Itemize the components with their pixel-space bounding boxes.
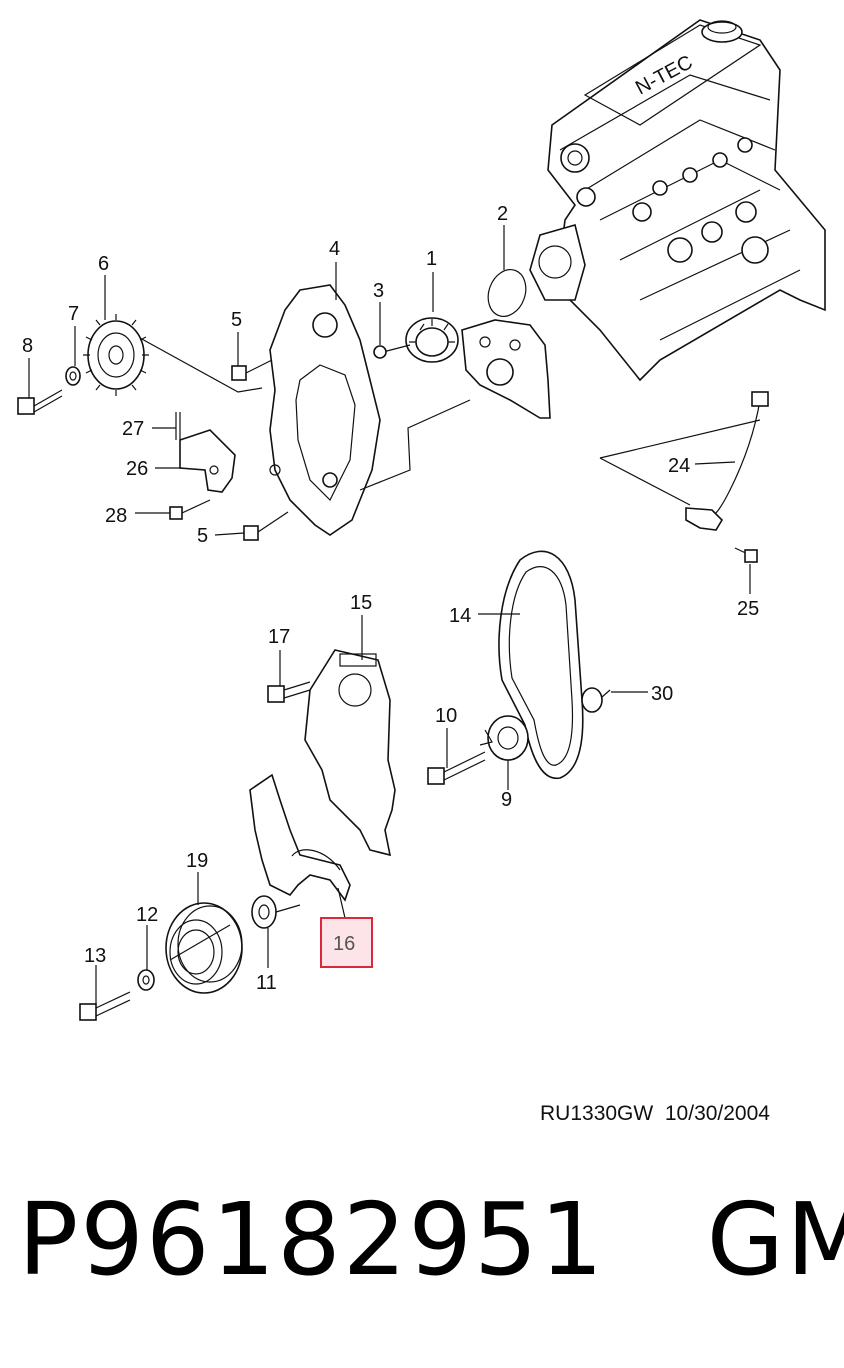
callout-24[interactable]: 24 xyxy=(668,455,690,477)
crankshaft-position-sensor xyxy=(685,391,769,531)
leader-sensor xyxy=(599,419,761,506)
bolt-25 xyxy=(734,547,758,563)
crankshaft-gear xyxy=(251,895,277,929)
callout-5-lower[interactable]: 5 xyxy=(197,525,208,547)
timing-belt xyxy=(498,550,584,779)
bolt-8 xyxy=(17,389,63,415)
o-ring-gasket xyxy=(487,269,527,317)
leader-pulley xyxy=(169,924,231,961)
bolt-28 xyxy=(169,499,211,520)
engine-bracket xyxy=(179,429,236,493)
callout-7[interactable]: 7 xyxy=(68,303,79,325)
callout-15[interactable]: 15 xyxy=(350,592,372,614)
highlighted-callout-16[interactable]: 16 xyxy=(320,917,373,968)
crankshaft-pulley xyxy=(165,902,243,994)
leader-gear-cover xyxy=(275,904,301,913)
callout-19[interactable]: 19 xyxy=(186,850,208,872)
callout-5-upper[interactable]: 5 xyxy=(231,309,242,331)
callout-8[interactable]: 8 xyxy=(22,335,33,357)
upper-timing-cover xyxy=(269,284,381,536)
callout-2[interactable]: 2 xyxy=(497,203,508,225)
callout-17[interactable]: 17 xyxy=(268,626,290,648)
bolt-13 xyxy=(79,991,131,1021)
part-number-heading: P96182951 GM xyxy=(18,1190,844,1290)
callout-10[interactable]: 10 xyxy=(435,705,457,727)
camshaft-sprocket xyxy=(83,314,149,396)
stud-27 xyxy=(175,412,181,440)
bolt-3 xyxy=(373,344,411,359)
part-number: P96182951 xyxy=(18,1181,606,1298)
engine-block: N-TEC xyxy=(529,19,826,382)
callout-9[interactable]: 9 xyxy=(501,789,512,811)
callout-leaders xyxy=(28,225,751,1004)
brand-name: GM xyxy=(706,1181,844,1298)
callout-3[interactable]: 3 xyxy=(373,280,384,302)
callout-14[interactable]: 14 xyxy=(449,605,471,627)
bolt-10 xyxy=(427,751,486,785)
leader-cover-pump xyxy=(359,399,471,491)
front-lower-cover xyxy=(249,773,351,902)
callout-26[interactable]: 26 xyxy=(126,458,148,480)
leader-sprocket-cover xyxy=(139,337,263,393)
washer-12 xyxy=(137,969,155,991)
callout-16[interactable]: 16 xyxy=(333,933,355,955)
idler-pulley xyxy=(581,687,611,713)
washer-7 xyxy=(65,366,81,386)
bolt-17 xyxy=(267,681,311,703)
callout-1[interactable]: 1 xyxy=(426,248,437,270)
callout-12[interactable]: 12 xyxy=(136,904,158,926)
bolt-5-upper xyxy=(231,359,273,381)
drawing-reference: RU1330GW 10/30/2004 xyxy=(540,1102,770,1125)
callout-30[interactable]: 30 xyxy=(651,683,673,705)
rear-timing-cover xyxy=(304,649,396,857)
callout-27[interactable]: 27 xyxy=(122,418,144,440)
callout-13[interactable]: 13 xyxy=(84,945,106,967)
callout-11[interactable]: 11 xyxy=(256,972,277,994)
bolt-5-lower xyxy=(243,511,289,541)
callout-6[interactable]: 6 xyxy=(98,253,109,275)
callout-28[interactable]: 28 xyxy=(105,505,127,527)
callout-4[interactable]: 4 xyxy=(329,238,340,260)
belt-tensioner xyxy=(479,715,529,761)
water-pump xyxy=(405,317,459,363)
callout-25[interactable]: 25 xyxy=(737,598,759,620)
oil-pump-housing xyxy=(461,319,551,419)
